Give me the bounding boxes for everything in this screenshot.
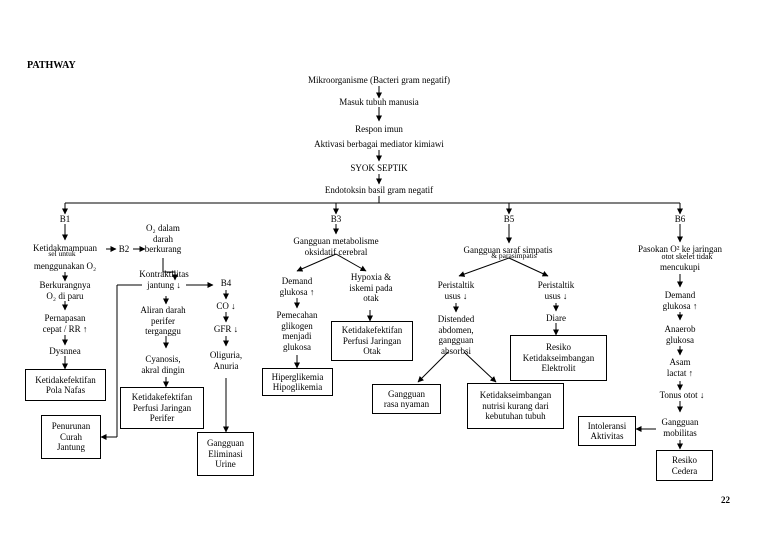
node-aliran-darah: Aliran darah perifer terganggu bbox=[140, 305, 186, 336]
node-tonus-otot: Tonus otot ↓ bbox=[659, 390, 705, 400]
node-gfr: GFR ↓ bbox=[213, 324, 239, 334]
diagnosis-eliminasi-urine: Gangguan Eliminasi Urine bbox=[197, 432, 254, 476]
label-b5: B5 bbox=[503, 214, 515, 224]
node-peristaltik-diare: Peristaltik usus ↓ bbox=[537, 280, 575, 301]
node-gangguan-metabolisme: Gangguan metabolisme oksidatif cerebral bbox=[293, 236, 379, 257]
node-gangguan-mobilitas: Gangguan mobilitas bbox=[661, 417, 699, 438]
node-respon-imun: Respon imun bbox=[355, 124, 403, 134]
node-ketidakmampuan: Ketidakmampuan bbox=[33, 243, 97, 253]
node-pasokan-o2: Pasokan O² ke jaringan bbox=[638, 244, 722, 254]
pathway-heading: PATHWAY bbox=[27, 60, 76, 71]
node-diare: Diare bbox=[546, 313, 566, 323]
node-otot-skelet: otot skelet tidak bbox=[661, 252, 713, 261]
node-parasimpatis: & parasimpatis bbox=[491, 251, 537, 260]
node-hypoxia: Hypoxia & iskemi pada otak bbox=[349, 272, 393, 303]
node-oliguria: Oliguria, Anuria bbox=[209, 350, 243, 371]
label-b2: B2 bbox=[118, 244, 130, 254]
label-b6: B6 bbox=[674, 214, 686, 224]
diagnosis-penurunan-curah-jantung: Penurunan Curah Jantung bbox=[41, 415, 101, 459]
node-distended-abdomen: Distended abdomen, gangguan absorbsi bbox=[437, 314, 475, 356]
diagnosis-intoleransi-aktivitas: Intoleransi Aktivitas bbox=[578, 416, 636, 446]
node-anaerob-glukosa: Anaerob glukosa bbox=[664, 324, 696, 345]
node-mikroorganisme: Mikroorganisme (Bacteri gram negatif) bbox=[307, 75, 451, 85]
node-syok-septik: SYOK SEPTIK bbox=[350, 163, 408, 173]
diagnosis-pola-nafas: Ketidakefektifan Pola Nafas bbox=[25, 369, 106, 401]
node-gangguan-saraf: Gangguan saraf simpatis bbox=[463, 245, 553, 255]
node-kontraktilitas: Kontraktilitas jantung ↓ bbox=[139, 269, 189, 290]
node-pernapasan-cepat: Pernapasan cepat / RR ↑ bbox=[42, 313, 88, 334]
page-number: 22 bbox=[721, 495, 730, 505]
label-b3: B3 bbox=[330, 214, 342, 224]
diagnosis-elektrolit: Resiko Ketidakseimbangan Elektrolit bbox=[510, 335, 607, 381]
node-asam-lactat: Asam lactat ↑ bbox=[666, 357, 694, 378]
node-cyanosis: Cyanosis, akral dingin bbox=[141, 354, 185, 375]
label-b4: B4 bbox=[220, 278, 232, 288]
node-aktivasi-mediator: Aktivasi berbagai mediator kimiawi bbox=[314, 139, 444, 149]
node-demand-glukosa-b6: Demand glukosa ↑ bbox=[662, 290, 698, 311]
node-pemecahan-glikogen: Pemecahan glikogen menjadi glukosa bbox=[276, 310, 318, 352]
node-o2-dalam-darah: O₂ dalam darah berkurang bbox=[144, 223, 182, 254]
node-sel-untuk: sel untuk bbox=[48, 249, 76, 258]
node-menggunakan-o2: menggunakan O₂ bbox=[33, 261, 97, 271]
diagnosis-hiperglikemia: Hiperglikemia Hipoglikemia bbox=[262, 368, 333, 396]
node-co: CO ↓ bbox=[216, 301, 236, 311]
diagnosis-resiko-cedera: Resiko Cedera bbox=[656, 450, 713, 481]
node-mencukupi: mencukupi bbox=[660, 262, 700, 272]
node-berkurangnya-o2: Berkurangnya O₂ di paru bbox=[39, 280, 91, 301]
node-peristaltik-distended: Peristaltik usus ↓ bbox=[437, 280, 475, 301]
node-demand-glukosa-b3: Demand glukosa ↑ bbox=[279, 276, 315, 297]
diagnosis-rasa-nyaman: Gangguan rasa nyaman bbox=[372, 384, 441, 414]
node-endotoksin: Endotoksin basil gram negatif bbox=[324, 185, 434, 195]
label-b1: B1 bbox=[59, 214, 71, 224]
node-dysnea: Dysnnea bbox=[49, 346, 81, 356]
diagnosis-nutrisi: Ketidakseimbangan nutrisi kurang dari ke… bbox=[467, 383, 564, 429]
diagnosis-perfusi-otak: Ketidakefektifan Perfusi Jaringan Otak bbox=[331, 321, 413, 361]
diagnosis-perfusi-perifer: Ketidakefektifan Perfusi Jaringan Perife… bbox=[120, 387, 204, 429]
node-masuk-tubuh: Masuk tubuh manusia bbox=[339, 97, 419, 107]
